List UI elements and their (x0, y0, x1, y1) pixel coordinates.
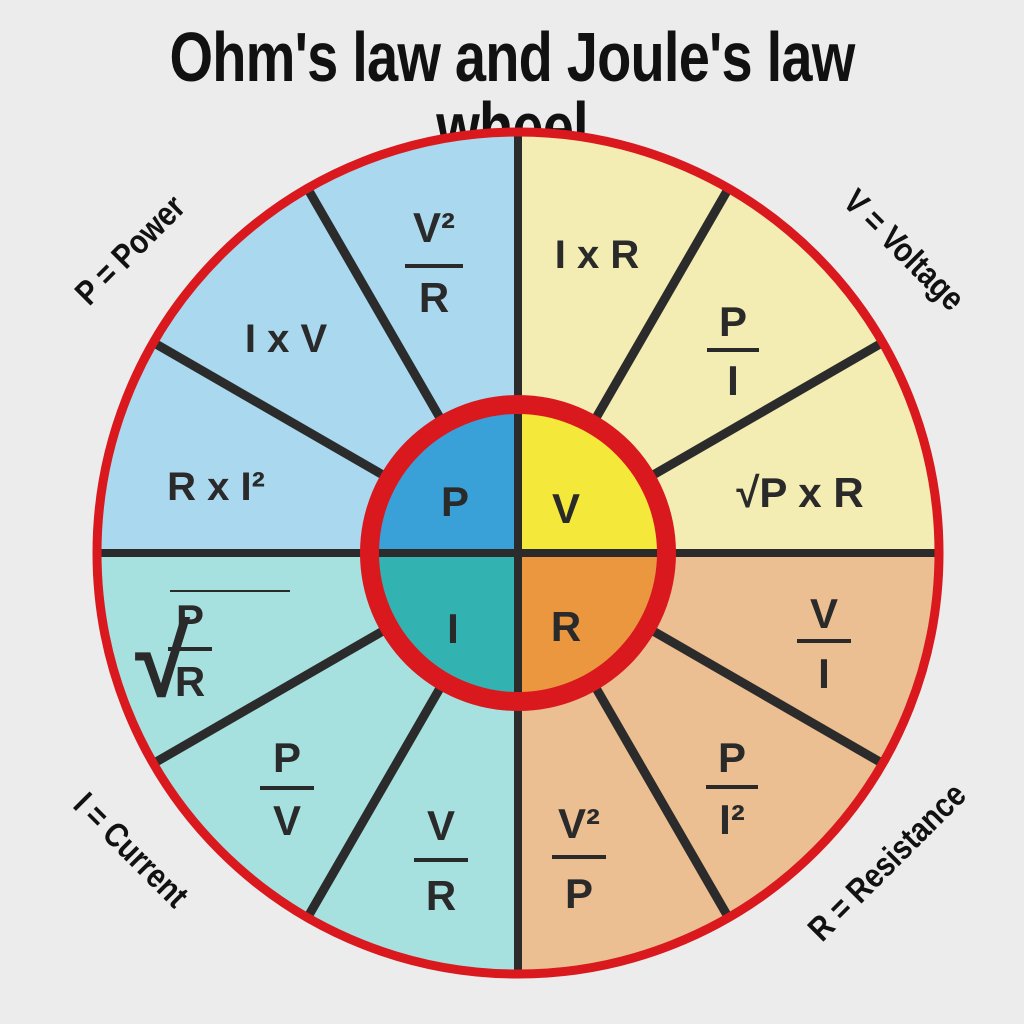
formula-i-x-r: I x R (555, 233, 640, 277)
power-core (379, 414, 518, 553)
formula-num: P (718, 734, 746, 781)
formula-den: R (175, 658, 205, 705)
spoke (153, 624, 391, 766)
formula-sqrt-p-over-r: √ P R (135, 590, 290, 718)
formula-num: V (427, 802, 455, 849)
formula-r-x-i2: R x I² (167, 465, 265, 509)
formula-num: V² (558, 800, 600, 847)
spoke (305, 680, 447, 918)
radical-sign: √ (135, 606, 191, 718)
formula-p-over-i2: P I² (706, 734, 758, 843)
label-power: P = Power (67, 187, 192, 312)
spoke (589, 680, 731, 918)
spoke (589, 188, 731, 426)
formula-v2-over-p: V² P (552, 800, 606, 917)
formula-den: P (565, 870, 593, 917)
core-label-i: I (447, 605, 459, 652)
formula-i-x-v: I x V (245, 317, 328, 361)
formula-v2-over-r: V² R (405, 204, 463, 321)
formula-den: I² (719, 796, 745, 843)
formula-num: P (176, 596, 204, 643)
formula-num: V (810, 590, 838, 637)
spoke (645, 624, 883, 766)
formula-num: P (719, 298, 747, 345)
power-formulas: V² R I x V R x I² (167, 204, 463, 509)
formula-num: P (273, 734, 301, 781)
formula-den: I (818, 650, 830, 697)
core-label-r: R (551, 603, 581, 650)
outer-ring (92, 127, 944, 979)
resistance-core (518, 553, 657, 692)
core-label-p: P (441, 478, 469, 525)
core-label-v: V (552, 485, 580, 532)
formula-den: R (419, 274, 449, 321)
formula-den: I (727, 357, 739, 404)
center-hub: P V I R (360, 395, 676, 711)
formula-v-over-r: V R (414, 802, 468, 919)
formula-den: R (426, 872, 456, 919)
resistance-formulas: V I P I² V² P (552, 590, 851, 917)
page-title: Ohm's law and Joule's law wheel (169, 18, 855, 166)
voltage-core (518, 414, 657, 553)
formula-sqrt-p-x-r: √P x R (736, 469, 863, 516)
spokes (100, 135, 936, 971)
formula-den: V (273, 797, 301, 844)
formula-v-over-i: V I (797, 590, 851, 697)
spoke (305, 188, 447, 426)
current-formulas: V R P V √ P R (135, 590, 468, 919)
formula-p-over-i: P I (707, 298, 759, 404)
formula-num: V² (413, 204, 455, 251)
formula-p-over-v: P V (260, 734, 314, 844)
spoke (645, 340, 883, 482)
current-core (379, 553, 518, 692)
spoke (153, 340, 391, 482)
voltage-formulas: I x R P I √P x R (555, 233, 864, 516)
